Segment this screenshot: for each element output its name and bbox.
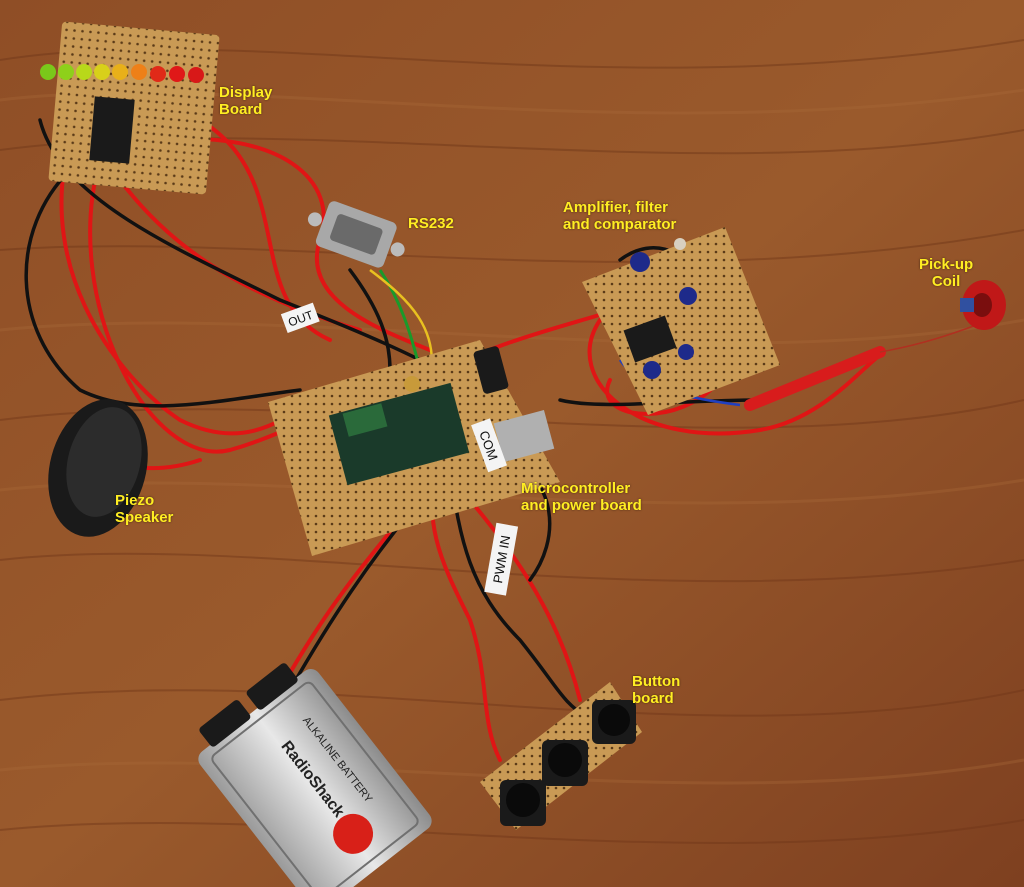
button-board [480, 682, 642, 830]
led-bar [40, 64, 204, 83]
label-piezo-speaker-line1: Piezo [115, 492, 155, 509]
label-pickup-coil: Pick-up Coil [919, 256, 973, 290]
push-button [542, 740, 588, 786]
display-board [40, 21, 220, 195]
label-microcontroller-line1: Microcontroller [521, 480, 631, 497]
label-piezo-speaker-line2: Speaker [115, 509, 174, 526]
label-microcontroller-line2: and power board [521, 497, 642, 514]
rs232-connector [307, 201, 405, 268]
label-display-board: Display Board [219, 84, 272, 118]
label-rs232: RS232 [408, 215, 454, 232]
amplifier-chip [623, 315, 677, 363]
push-button [592, 700, 636, 744]
tag-pwm-in: PWM IN [484, 522, 519, 596]
label-amplifier-line1: Amplifier, filter [563, 199, 669, 216]
label-piezo-speaker: Piezo Speaker [115, 492, 173, 526]
pickup-coil [960, 280, 1006, 330]
label-display-board-line2: Board [219, 101, 263, 118]
push-button [500, 780, 546, 826]
tag-out: OUT [280, 302, 320, 333]
microcontroller-board [268, 340, 560, 556]
label-button-board: Button board [632, 673, 680, 707]
label-rs232-line1: RS232 [408, 215, 454, 232]
label-button-board-line2: board [632, 690, 674, 707]
label-amplifier: Amplifier, filter and comparator [563, 199, 676, 233]
piezo-speaker [48, 399, 148, 537]
label-button-board-line1: Button [632, 673, 681, 690]
voltage-regulator [493, 409, 555, 463]
display-chip [89, 96, 135, 164]
radioshack-logo [333, 813, 374, 854]
capacitor [473, 346, 509, 394]
label-microcontroller: Microcontroller and power board [521, 480, 642, 514]
label-pickup-coil-line1: Pick-up [919, 256, 974, 273]
label-pickup-coil-line2: Coil [931, 273, 961, 290]
label-amplifier-line2: and comparator [563, 216, 677, 233]
label-display-board-line1: Display [219, 84, 273, 101]
battery: RadioShack ALKALINE BATTERY [198, 663, 432, 887]
amplifier-board [582, 227, 780, 415]
